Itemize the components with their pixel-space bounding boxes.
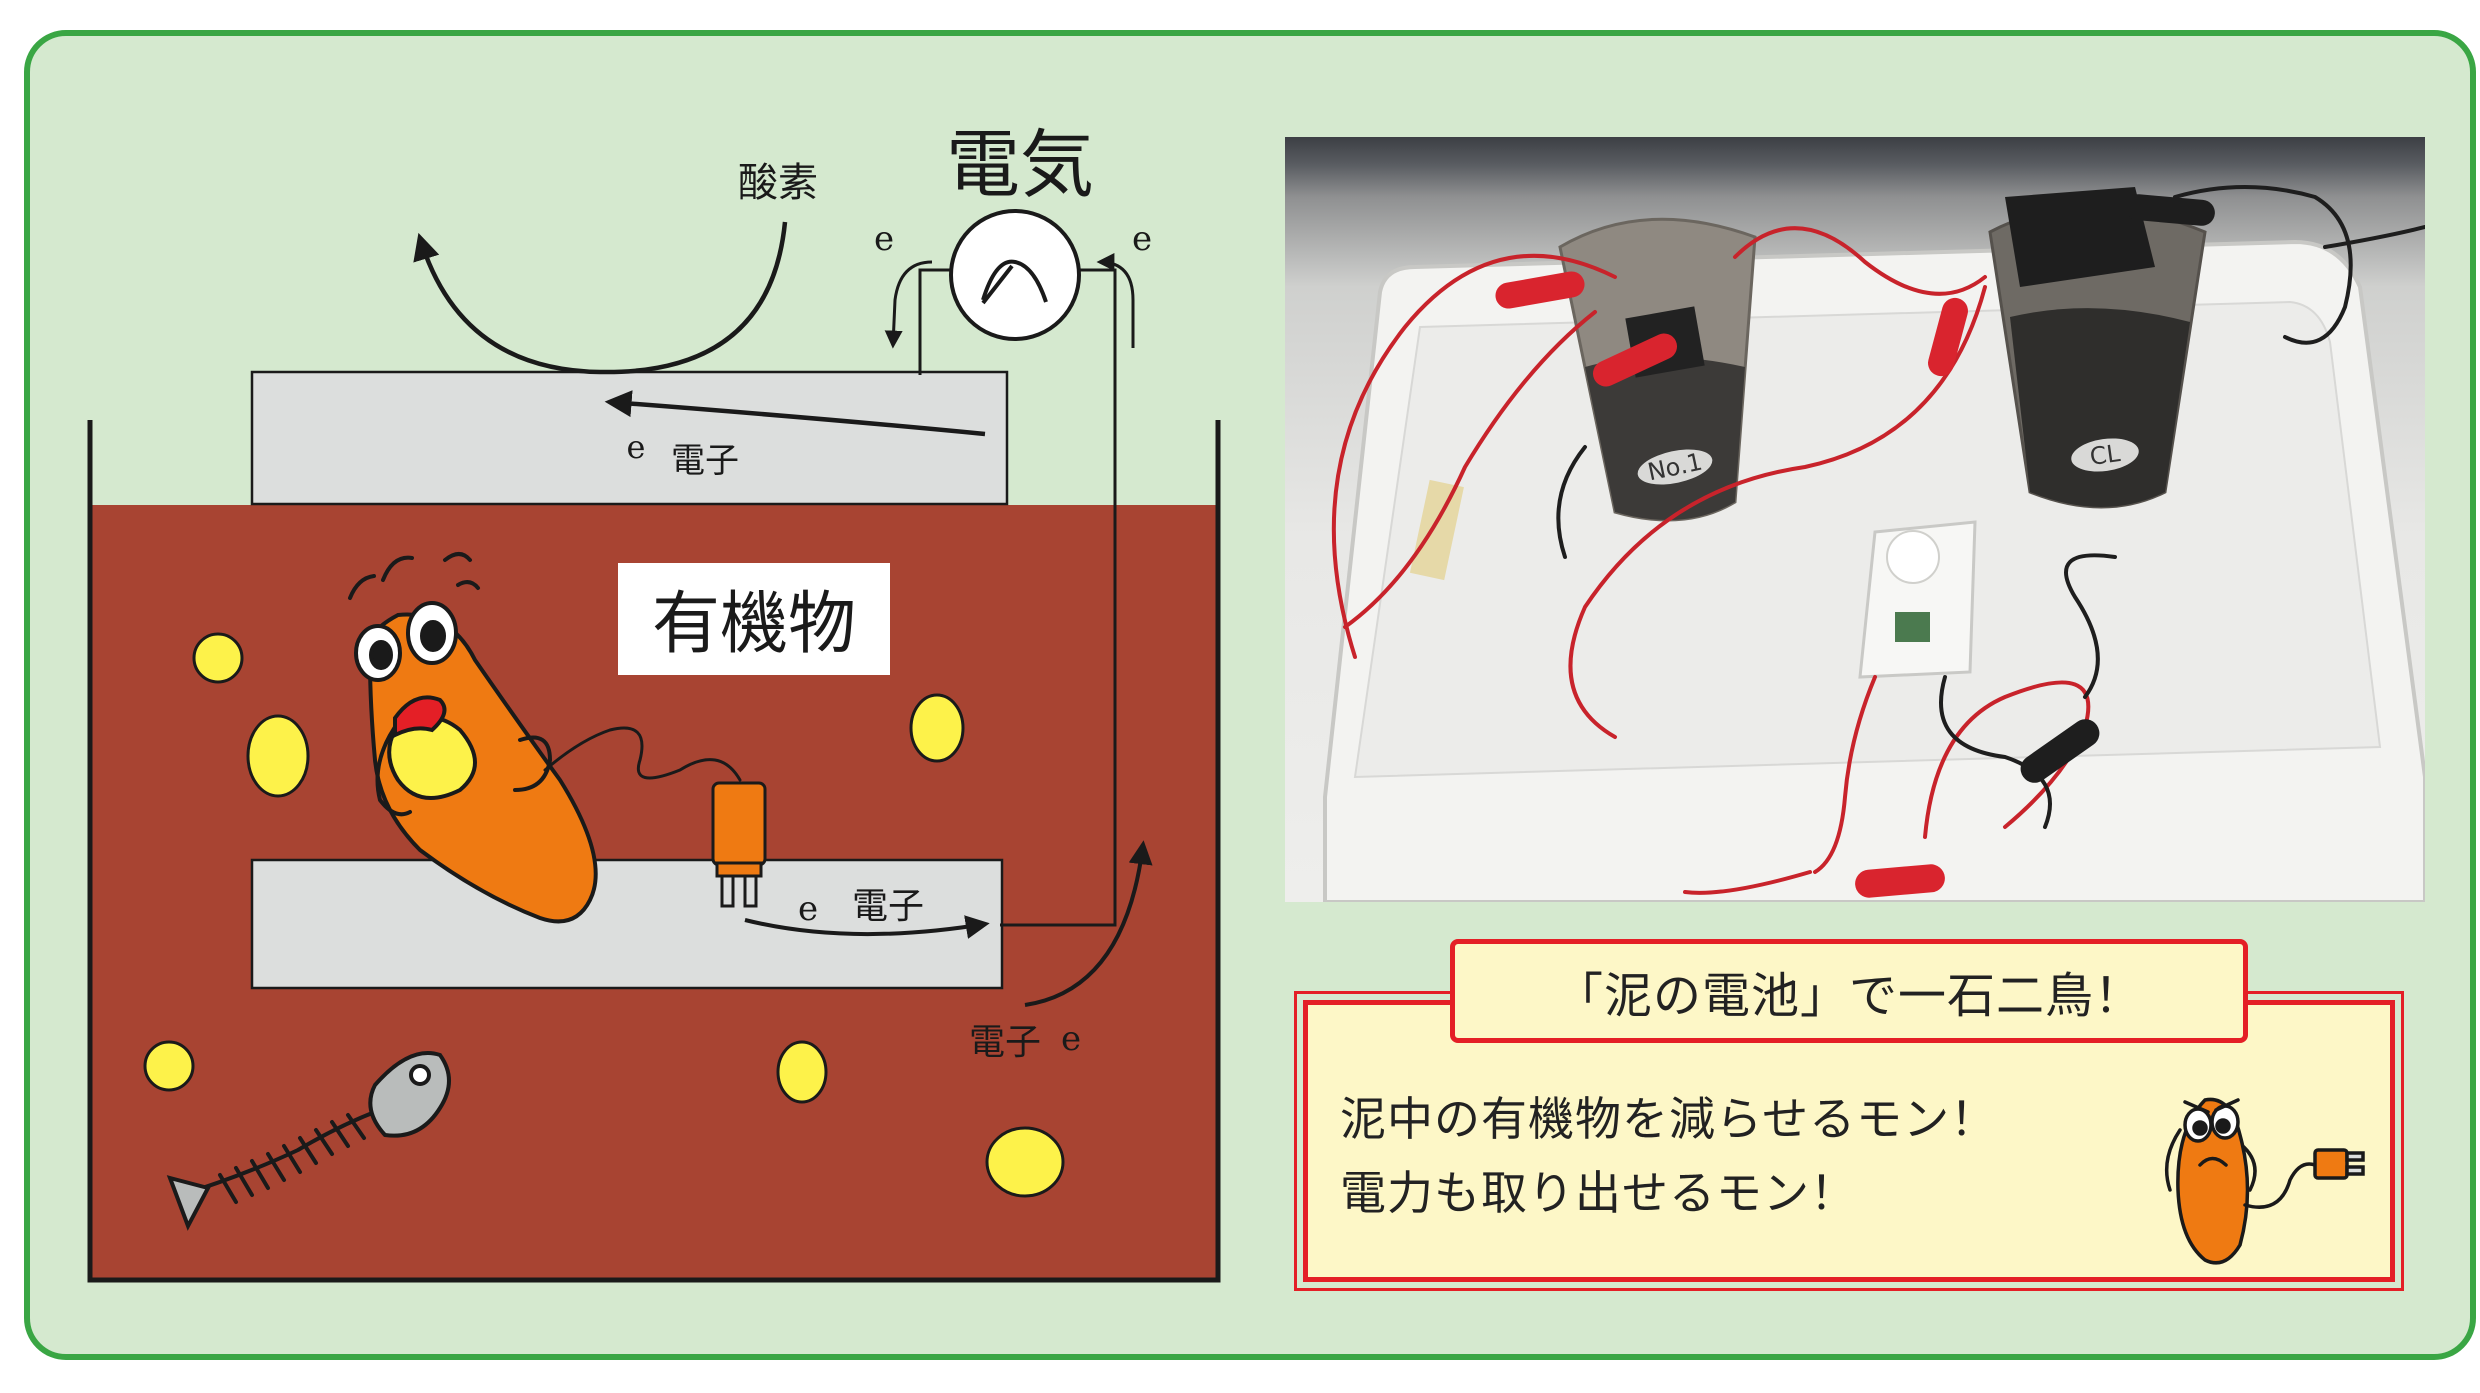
photo-illustration: No.1 CL: [1323, 185, 2425, 902]
microbe-mascot-icon: [2164, 1097, 2365, 1265]
label-e-left: e: [874, 219, 894, 259]
label-e-bottom: e: [798, 889, 818, 929]
particle: [909, 693, 965, 763]
label-electron-side: 電子: [969, 1022, 1041, 1063]
label-e-right: e: [1132, 219, 1152, 259]
meter-icon: [949, 209, 1081, 341]
alligator-clips: [1495, 194, 2215, 898]
label-electricity: 電気: [946, 122, 1094, 208]
tape: [1409, 479, 1464, 581]
banner-title: 「泥の電池」で一石二鳥！: [1450, 939, 2248, 1043]
label-electron-top: 電子: [671, 441, 739, 481]
particle: [143, 1040, 195, 1092]
arrow-e-left: [884, 260, 933, 349]
label-oxygen: 酸素: [738, 160, 818, 206]
organic-label-box: [618, 563, 890, 675]
container: [87, 420, 1221, 1283]
arrow-e-right: [1096, 253, 1135, 348]
plug-icon: [711, 781, 767, 908]
bottom-electrode: [250, 858, 1004, 990]
label-e-top: e: [627, 428, 646, 466]
particle: [246, 714, 310, 798]
organic-particles: [143, 632, 1065, 1198]
microbe-character: [348, 552, 742, 924]
oxygen-arrow: [413, 221, 788, 375]
mud-battery-photo: No.1 CL: [1285, 137, 2425, 902]
label-organic: 有機物: [652, 585, 856, 664]
particle: [776, 1040, 828, 1104]
electron-arrow-bottom: [744, 915, 990, 939]
banner-line-2: 電力も取り出せるモン！: [1340, 1166, 1857, 1220]
fish-bone-icon: [166, 1051, 451, 1231]
particle: [192, 632, 244, 684]
label-e-side: e: [1061, 1019, 1081, 1059]
label-electron-bottom: 電子: [852, 886, 924, 927]
wire-left: [918, 268, 950, 375]
particle: [985, 1126, 1065, 1198]
cup-label-2: CL: [2088, 439, 2122, 471]
banner-line-1: 泥中の有機物を減らせるモン！: [1340, 1092, 1998, 1146]
electron-arrow-top: [604, 390, 986, 437]
electron-arrow-side: [1024, 840, 1153, 1007]
